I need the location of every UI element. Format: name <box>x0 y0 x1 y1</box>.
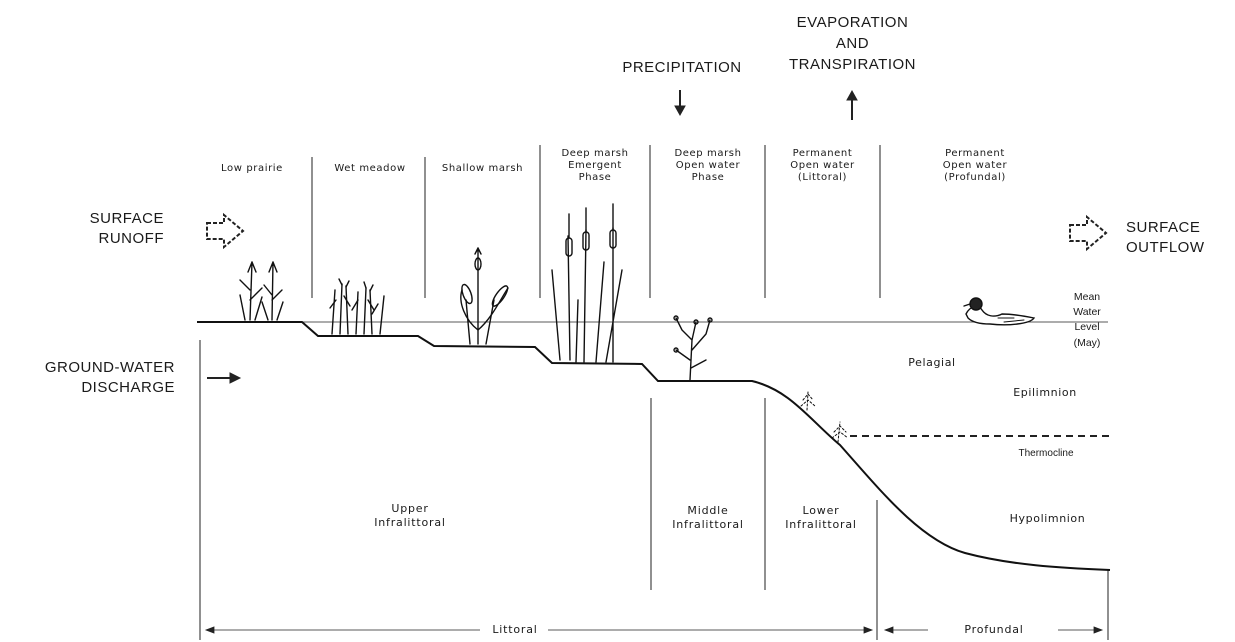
groundwater-arrow-head <box>229 372 242 384</box>
profundal-label: Profundal <box>964 623 1024 636</box>
precipitation-arrow-head <box>674 105 686 117</box>
zone-permanent-littoral: Permanent Open water (Littoral) <box>790 148 855 183</box>
cattail-icon <box>551 203 623 363</box>
hypolimnion-label: Hypolimnion <box>1009 512 1086 525</box>
pelagial-label: Pelagial <box>908 356 956 369</box>
zone-shallow-marsh: Shallow marsh <box>441 163 524 174</box>
sedge-cluster-icon <box>329 278 385 335</box>
zone-deep-marsh-open: Deep marsh Open water Phase <box>674 148 742 183</box>
evaporation-arrow-head <box>846 89 858 101</box>
zone-deep-marsh-emergent: Deep marsh Emergent Phase <box>561 148 629 183</box>
profundal-arrow-right-head <box>1093 626 1104 634</box>
mean-water-level-label: Mean Water Level (May) <box>1073 291 1101 349</box>
surface-runoff-arrow <box>206 212 245 250</box>
upper-infralittoral-label: Upper Infralittoral <box>374 502 446 530</box>
submerged-plant-icon <box>673 315 713 381</box>
prairie-grass-icon <box>239 261 284 321</box>
littoral-arrow-right-head <box>863 626 874 634</box>
surface-outflow-label: SURFACE OUTFLOW <box>1126 219 1205 257</box>
sprig-icon <box>800 391 849 443</box>
zone-low-prairie: Low prairie <box>221 163 283 174</box>
groundwater-discharge-label: GROUND-WATER DISCHARGE <box>44 359 175 397</box>
basin-profile <box>197 321 1111 571</box>
littoral-label: Littoral <box>492 623 538 636</box>
zone-permanent-profundal: Permanent Open water (Profundal) <box>942 148 1008 183</box>
duck-icon <box>963 297 1036 326</box>
thermocline-label: Thermocline <box>1018 448 1074 459</box>
littoral-arrow-left-head <box>204 626 215 634</box>
marsh-plant-icon <box>460 247 509 345</box>
surface-outflow-arrow <box>1069 214 1108 252</box>
precipitation-label: PRECIPITATION <box>622 59 742 76</box>
middle-infralittoral-label: Middle Infralittoral <box>672 504 744 532</box>
evaporation-transpiration-label: EVAPORATION AND TRANSPIRATION <box>788 14 917 73</box>
profundal-arrow-left-head <box>883 626 894 634</box>
surface-runoff-label: SURFACE RUNOFF <box>89 210 164 248</box>
zone-wet-meadow: Wet meadow <box>334 163 406 174</box>
lower-infralittoral-label: Lower Infralittoral <box>785 504 857 532</box>
epilimnion-label: Epilimnion <box>1013 386 1077 399</box>
